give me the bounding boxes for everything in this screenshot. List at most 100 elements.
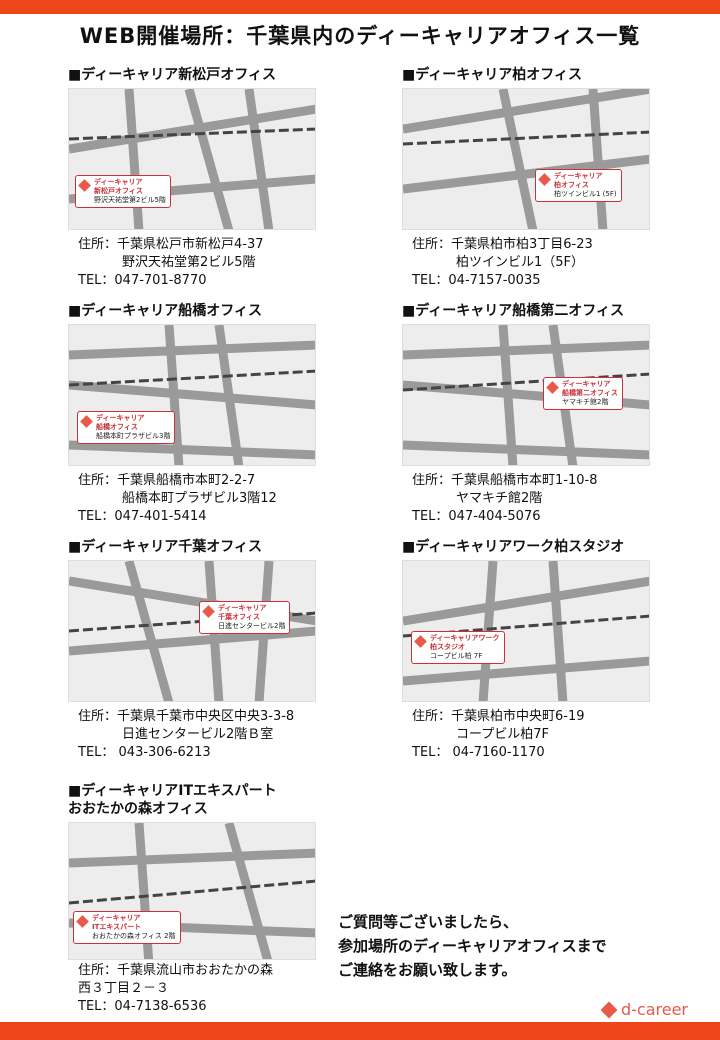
office-heading: ■ディーキャリア新松戸オフィス bbox=[68, 67, 276, 83]
address-line-1: 住所：千葉県柏市中央町6-19 bbox=[412, 709, 585, 724]
address-line-2: 柏ツインビル1（5F） bbox=[456, 255, 585, 270]
office-map: ディーキャリア 船橋第二オフィス ヤマキチ館2階 bbox=[402, 324, 650, 466]
office-phone: TEL： 043-306-6213 bbox=[78, 745, 211, 760]
address-line-2: 西３丁目２－３ bbox=[78, 981, 170, 996]
callout-line: 日進センタービル2階 bbox=[218, 622, 286, 630]
address-line-1: 住所：千葉県船橋市本町1-10-8 bbox=[412, 473, 598, 488]
office-heading-2: おおたかの森オフィス bbox=[68, 801, 208, 817]
office-section: ■ディーキャリア柏オフィス ディーキャリア 柏オフィス 柏ツインビル1 (5F)… bbox=[402, 66, 702, 290]
office-map: ディーキャリア 千葉オフィス 日進センタービル2階 bbox=[68, 560, 316, 702]
office-heading: ■ディーキャリア船橋オフィス bbox=[68, 303, 262, 319]
callout-line: ITエキスパート bbox=[92, 923, 142, 931]
office-heading: ■ディーキャリア千葉オフィス bbox=[68, 539, 262, 555]
address-line-1: 住所：千葉県松戸市新松戸4-37 bbox=[78, 237, 264, 252]
address-line-2: 野沢天祐堂第2ビル5階 bbox=[122, 255, 256, 270]
callout-line: ディーキャリア bbox=[562, 380, 611, 388]
office-address: 住所：千葉県船橋市本町2-2-7 船橋本町プラザビル3階12 TEL：047-4… bbox=[78, 472, 368, 526]
diamond-icon bbox=[600, 1001, 618, 1018]
diamond-icon bbox=[538, 173, 551, 186]
callout-line: 野沢天祐堂第2ビル5階 bbox=[94, 196, 166, 204]
office-section: ■ディーキャリア新松戸オフィス ディーキャリア 新松戸オフィス 野沢天祐堂第2ビ… bbox=[68, 66, 368, 290]
callout-line: 船橋本町プラザビル3階 bbox=[96, 432, 171, 440]
callout-line: ヤマキチ館2階 bbox=[562, 398, 609, 406]
callout-line: ディーキャリア bbox=[92, 914, 141, 922]
callout-line: 柏ツインビル1 (5F) bbox=[554, 190, 617, 198]
diamond-icon bbox=[78, 179, 91, 192]
address-line-2: 日進センタービル2階Ｂ室 bbox=[122, 727, 274, 742]
diamond-icon bbox=[80, 415, 93, 428]
map-roads bbox=[403, 325, 649, 465]
map-roads bbox=[69, 325, 315, 465]
office-map: ディーキャリアワーク 柏スタジオ コープビル柏 7F bbox=[402, 560, 650, 702]
callout-line: 船橋オフィス bbox=[96, 423, 138, 431]
address-line-1: 住所：千葉県柏市柏3丁目6-23 bbox=[412, 237, 593, 252]
office-address: 住所：千葉県松戸市新松戸4-37 野沢天祐堂第2ビル5階 TEL：047-701… bbox=[78, 236, 368, 290]
office-heading: ■ディーキャリアITエキスパート bbox=[68, 783, 277, 799]
office-address: 住所：千葉県柏市中央町6-19 コープビル柏7F TEL： 04-7160-11… bbox=[412, 708, 702, 762]
office-phone: TEL：04-7157-0035 bbox=[412, 273, 541, 288]
office-address: 住所：千葉県船橋市本町1-10-8 ヤマキチ館2階 TEL：047-404-50… bbox=[412, 472, 702, 526]
callout-line: おおたかの森オフィス 2階 bbox=[92, 932, 176, 940]
contact-note: ご質問等ございましたら、 参加場所のディーキャリアオフィスまで ご連絡をお願い致… bbox=[338, 910, 607, 982]
office-callout: ディーキャリア 船橋オフィス 船橋本町プラザビル3階 bbox=[77, 411, 176, 444]
note-line: ご連絡をお願い致します。 bbox=[338, 961, 517, 979]
office-heading: ■ディーキャリア船橋第二オフィス bbox=[402, 303, 624, 319]
note-line: ご質問等ございましたら、 bbox=[338, 913, 519, 931]
office-map: ディーキャリア 柏オフィス 柏ツインビル1 (5F) bbox=[402, 88, 650, 230]
diamond-icon bbox=[202, 605, 215, 618]
callout-line: ディーキャリア bbox=[94, 178, 143, 186]
office-address: 住所：千葉県千葉市中央区中央3-3-8 日進センタービル2階Ｂ室 TEL： 04… bbox=[78, 708, 368, 762]
office-phone: TEL：047-401-5414 bbox=[78, 509, 207, 524]
office-section: ■ディーキャリア船橋第二オフィス ディーキャリア 船橋第二オフィス ヤマキチ館2… bbox=[402, 302, 702, 526]
callout-line: コープビル柏 7F bbox=[430, 652, 483, 660]
office-callout: ディーキャリア 柏オフィス 柏ツインビル1 (5F) bbox=[535, 169, 622, 202]
map-roads bbox=[69, 561, 315, 701]
office-heading: ■ディーキャリアワーク柏スタジオ bbox=[402, 539, 625, 555]
address-line-2: 船橋本町プラザビル3階12 bbox=[122, 491, 277, 506]
office-phone: TEL：047-404-5076 bbox=[412, 509, 541, 524]
office-section: ■ディーキャリアワーク柏スタジオ ディーキャリアワーク 柏スタジオ コープビル柏… bbox=[402, 538, 702, 762]
note-line: 参加場所のディーキャリアオフィスまで bbox=[338, 937, 607, 955]
map-roads bbox=[69, 823, 315, 959]
office-callout: ディーキャリア 新松戸オフィス 野沢天祐堂第2ビル5階 bbox=[75, 175, 171, 208]
office-map: ディーキャリア ITエキスパート おおたかの森オフィス 2階 bbox=[68, 822, 316, 960]
map-roads bbox=[403, 561, 649, 701]
office-phone: TEL： 04-7160-1170 bbox=[412, 745, 545, 760]
office-callout: ディーキャリア 船橋第二オフィス ヤマキチ館2階 bbox=[543, 377, 623, 410]
diamond-icon bbox=[76, 915, 89, 928]
office-callout: ディーキャリアワーク 柏スタジオ コープビル柏 7F bbox=[411, 631, 505, 664]
diamond-icon bbox=[546, 381, 559, 394]
d-career-logo: d-career bbox=[600, 1000, 688, 1019]
callout-line: 柏スタジオ bbox=[430, 643, 465, 651]
address-line-1: 住所：千葉県流山市おおたかの森 bbox=[78, 963, 274, 978]
office-map: ディーキャリア 船橋オフィス 船橋本町プラザビル3階 bbox=[68, 324, 316, 466]
office-phone: TEL：047-701-8770 bbox=[78, 273, 207, 288]
map-roads bbox=[69, 89, 315, 229]
callout-line: ディーキャリアワーク bbox=[430, 634, 500, 642]
diamond-icon bbox=[414, 635, 427, 648]
page-title: WEB開催場所：千葉県内のディーキャリアオフィス一覧 bbox=[79, 24, 641, 48]
office-section: ■ディーキャリア千葉オフィス ディーキャリア 千葉オフィス 日進センタービル2階… bbox=[68, 538, 368, 762]
office-heading: ■ディーキャリア柏オフィス bbox=[402, 67, 582, 83]
top-bar bbox=[0, 0, 720, 14]
office-address: 住所：千葉県柏市柏3丁目6-23 柏ツインビル1（5F） TEL：04-7157… bbox=[412, 236, 702, 290]
callout-line: 柏オフィス bbox=[554, 181, 589, 189]
office-address: 住所：千葉県流山市おおたかの森 西３丁目２－３ TEL：04-7138-6536 bbox=[78, 962, 368, 1016]
office-map: ディーキャリア 新松戸オフィス 野沢天祐堂第2ビル5階 bbox=[68, 88, 316, 230]
bottom-bar bbox=[0, 1022, 720, 1040]
callout-line: ディーキャリア bbox=[96, 414, 145, 422]
callout-line: ディーキャリア bbox=[218, 604, 267, 612]
callout-line: ディーキャリア bbox=[554, 172, 603, 180]
map-roads bbox=[403, 89, 649, 229]
address-line-2: コープビル柏7F bbox=[456, 727, 549, 742]
address-line-2: ヤマキチ館2階 bbox=[456, 491, 543, 506]
logo-text: d-career bbox=[620, 1000, 688, 1019]
office-section: ■ディーキャリア船橋オフィス ディーキャリア 船橋オフィス 船橋本町プラザビル3… bbox=[68, 302, 368, 526]
callout-line: 新松戸オフィス bbox=[94, 187, 143, 195]
address-line-1: 住所：千葉県船橋市本町2-2-7 bbox=[78, 473, 256, 488]
address-line-1: 住所：千葉県千葉市中央区中央3-3-8 bbox=[78, 709, 295, 724]
office-phone: TEL：04-7138-6536 bbox=[78, 999, 207, 1014]
office-callout: ディーキャリア 千葉オフィス 日進センタービル2階 bbox=[199, 601, 291, 634]
callout-line: 船橋第二オフィス bbox=[562, 389, 618, 397]
callout-line: 千葉オフィス bbox=[218, 613, 260, 621]
